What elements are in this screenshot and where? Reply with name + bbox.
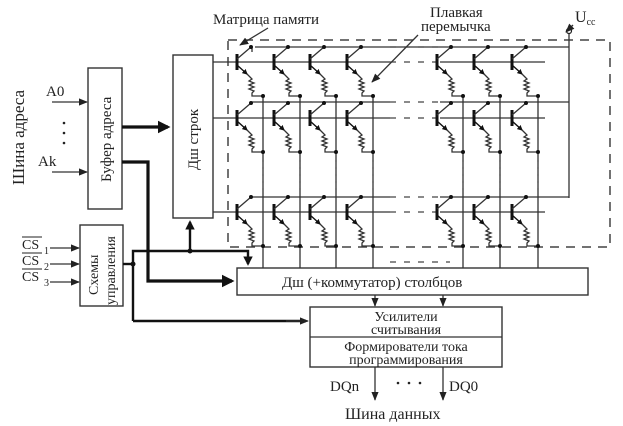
memory-matrix: Ucc xyxy=(213,5,611,268)
control-circuits-label-2: управления xyxy=(104,236,119,305)
matrix-leader-arrow xyxy=(239,27,269,46)
fuse-label-line1: Плавкая xyxy=(430,5,483,21)
matrix-row-2 xyxy=(237,101,540,154)
dq0-label: DQ0 xyxy=(449,379,478,395)
control-circuits-block: Схемы управления xyxy=(79,224,124,307)
bit-lines xyxy=(262,96,539,268)
chip-select-2: CS 2 xyxy=(22,252,80,273)
column-decoder-block: Дш (+коммутатор) столбцов xyxy=(236,267,589,296)
address-buffer-block: Буфер адреса xyxy=(87,67,123,210)
fuse-label-line2: перемычка xyxy=(421,19,491,35)
memory-matrix-label: Матрица памяти xyxy=(213,12,319,28)
matrix-row-1 xyxy=(237,45,540,98)
prog-current-label-1: Формирователи тока xyxy=(344,340,468,355)
address-input-ak: Ak xyxy=(38,154,57,170)
svg-text:1: 1 xyxy=(44,246,49,257)
chip-select-3: CS 3 xyxy=(22,268,80,289)
address-bus-label: Шина адреса xyxy=(9,89,28,185)
address-ellipsis xyxy=(62,121,66,145)
sense-amp-block: Усилители считывания Формирователи тока … xyxy=(309,306,503,368)
address-buffer-label: Буфер адреса xyxy=(99,96,115,182)
matrix-boundary xyxy=(227,39,611,248)
chip-select-inputs: CS 1 CS 2 CS 3 xyxy=(22,236,80,289)
data-bus-label: Шина данных xyxy=(345,406,440,423)
prog-current-label-2: программирования xyxy=(349,353,463,368)
sense-amp-label-2: считывания xyxy=(371,323,442,338)
svg-text:3: 3 xyxy=(44,278,49,289)
sense-amp-label-1: Усилители xyxy=(374,310,438,325)
dqn-label: DQn xyxy=(330,379,360,395)
address-bus: Шина адреса A0 Ak xyxy=(9,84,88,185)
address-input-a0: A0 xyxy=(46,84,64,100)
row-decoder-block: Дш строк xyxy=(172,54,214,219)
svg-text:2: 2 xyxy=(44,262,49,273)
row-decoder-label: Дш строк xyxy=(186,108,202,170)
fuse-leader-arrow xyxy=(371,34,419,83)
chip-select-1: CS 1 xyxy=(22,236,80,257)
column-decoder-label: Дш (+коммутатор) столбцов xyxy=(282,275,462,291)
control-lines xyxy=(123,220,309,325)
data-outputs: DQn DQ0 Шина данных xyxy=(330,367,478,423)
svg-text:CS: CS xyxy=(22,254,39,269)
svg-text:CS: CS xyxy=(22,270,39,285)
control-circuits-label-1: Схемы xyxy=(87,254,102,295)
matrix-row-3 xyxy=(237,195,540,248)
data-ellipsis xyxy=(396,381,422,385)
buffer-to-column-decoder-bus xyxy=(122,160,235,288)
svg-text:CS: CS xyxy=(22,238,39,253)
supply-label: Ucc xyxy=(575,9,596,28)
